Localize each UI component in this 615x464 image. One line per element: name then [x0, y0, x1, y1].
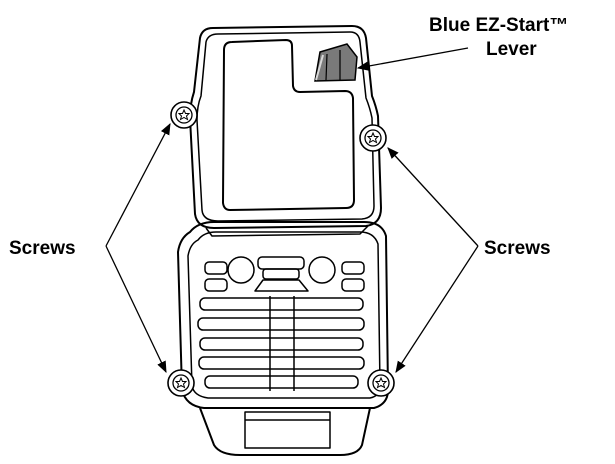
callout-arrows — [105, 47, 479, 374]
screw-arrow-bottom-right — [395, 245, 479, 373]
screws-label-left: Screws — [9, 238, 76, 259]
lid-window — [222, 39, 355, 211]
screw-arrow-top-left — [105, 122, 171, 247]
screw-arrow-bottom-left — [105, 245, 167, 374]
screw-arrow-top-right — [387, 147, 479, 247]
lever-arrow — [356, 47, 469, 71]
lever-label-line2: Lever — [486, 39, 537, 60]
lid — [189, 25, 382, 237]
ez-start-lever — [314, 43, 358, 82]
vent-grille — [197, 256, 365, 391]
screws-label-right: Screws — [484, 238, 551, 259]
screw-icon — [359, 124, 387, 152]
screw-icon — [167, 369, 195, 397]
screw-icon — [170, 101, 198, 129]
screw-icon — [367, 369, 395, 397]
lever-label-line1: Blue EZ-Start™ — [429, 15, 568, 36]
